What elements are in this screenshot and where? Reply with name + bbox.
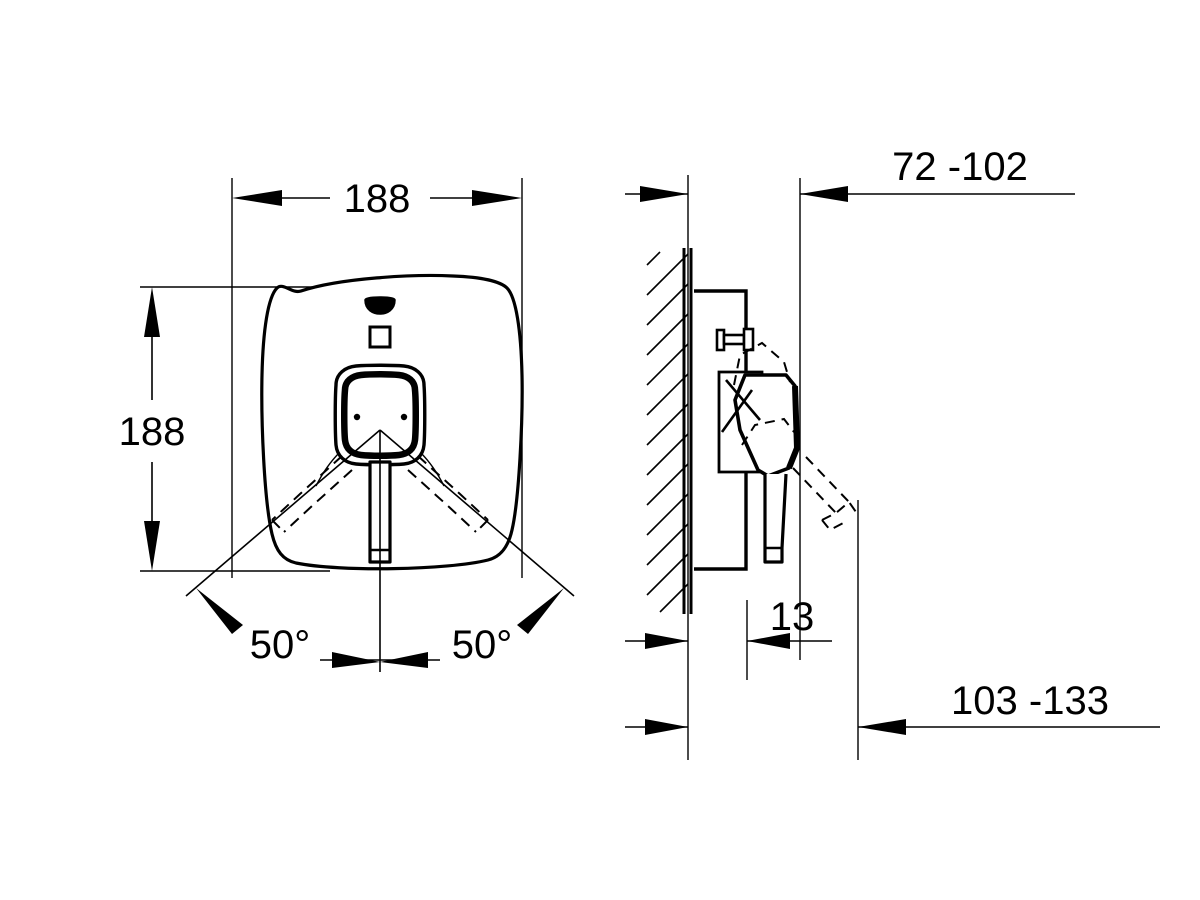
projection-arrow-left xyxy=(645,719,688,735)
thickness-arrow-right xyxy=(747,633,790,649)
width-arrow-right xyxy=(472,190,522,206)
thickness-arrow-left xyxy=(645,633,688,649)
dashed-lever-out-position xyxy=(792,456,857,532)
plate-thickness-dimension: 13 xyxy=(625,595,832,649)
height-arrow-top xyxy=(144,287,160,337)
lever-cap-edge xyxy=(786,385,801,470)
height-arrow-bottom xyxy=(144,521,160,571)
plate-thickness-value: 13 xyxy=(770,595,815,639)
diverter-indicator-square xyxy=(368,325,392,349)
center-arrow-right xyxy=(380,652,428,668)
dashed-lever-left-tip xyxy=(271,519,285,533)
plate-height-value: 188 xyxy=(119,410,186,454)
dashed-lever-right-edge-a xyxy=(417,455,489,521)
angle-leader-right xyxy=(379,429,575,597)
angle-left-value: 50° xyxy=(250,623,311,667)
dashed-lever-left-edge-b xyxy=(283,469,353,533)
front-view: 188 188 xyxy=(119,177,575,672)
screw-shank xyxy=(722,333,746,346)
dashed-handle-positions xyxy=(271,455,489,533)
dashed-lever-left-edge-a xyxy=(271,455,343,521)
angle-arrow-left xyxy=(196,588,243,634)
handle-pivot-dot-right xyxy=(400,413,408,421)
dashed-lever-up-position xyxy=(733,341,795,446)
dashed-lever-right-edge-b xyxy=(407,469,477,533)
angle-center-arrows xyxy=(320,652,440,668)
dashed-lever-up-outline xyxy=(733,341,791,386)
dashed-lever-right-tip xyxy=(475,519,489,533)
angle-right-value: 50° xyxy=(452,623,513,667)
plate-width-dimension: 188 xyxy=(232,177,522,221)
dashed-swing-line-b xyxy=(805,456,850,503)
dashed-swing-line-a xyxy=(792,467,837,514)
depth-top-arrow-right xyxy=(800,186,848,202)
plate-height-dimension: 188 xyxy=(119,287,186,571)
section-hatching xyxy=(646,251,689,613)
lever-projection-value: 103 -133 xyxy=(951,679,1109,723)
temperature-indicator-mark xyxy=(364,296,396,315)
handle-internal-line-b xyxy=(720,389,754,433)
angle-arrow-right xyxy=(517,588,564,634)
installation-depth-dimension: 72 -102 xyxy=(625,145,1075,202)
projection-arrow-right xyxy=(858,719,906,735)
dashed-lever-down-outline xyxy=(741,417,795,446)
plate-width-value: 188 xyxy=(344,177,411,221)
side-lever-stem[interactable] xyxy=(763,473,788,564)
depth-top-arrow-left xyxy=(640,186,688,202)
center-arrow-left xyxy=(332,652,380,668)
dashed-swing-tip-b xyxy=(821,519,846,532)
installation-depth-value: 72 -102 xyxy=(892,145,1028,189)
handle-inner-ring[interactable] xyxy=(341,371,419,459)
fixing-screw xyxy=(715,327,755,352)
side-view: 72 -102 13 103 -133 xyxy=(625,145,1160,760)
screw-nut xyxy=(742,327,755,352)
dashed-swing-tip xyxy=(821,500,857,521)
handle-internal-line-a xyxy=(725,379,761,421)
handle-pivot-dot-left xyxy=(353,413,361,421)
lever-projection-dimension: 103 -133 xyxy=(625,679,1160,735)
angle-leader-left xyxy=(185,429,381,597)
width-arrow-left xyxy=(232,190,282,206)
